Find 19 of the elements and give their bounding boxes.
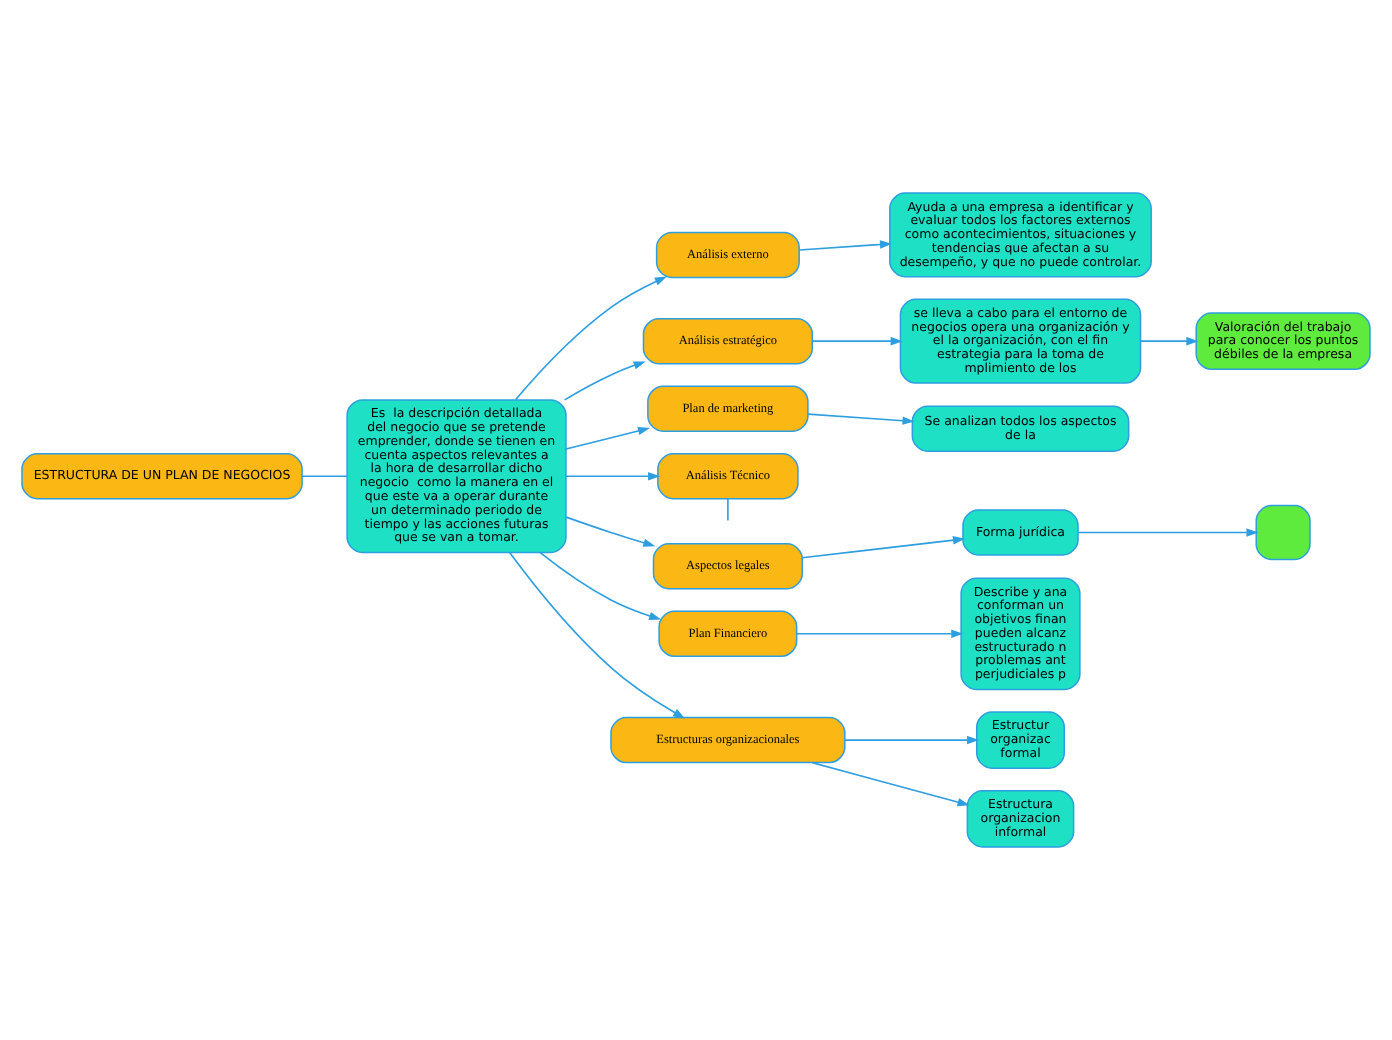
arrow xyxy=(811,336,903,346)
arrow xyxy=(514,276,667,401)
connector xyxy=(301,475,348,478)
arrow xyxy=(795,629,964,638)
arrow xyxy=(565,472,661,481)
arrow xyxy=(508,551,686,719)
node-box xyxy=(1255,504,1311,561)
arrow xyxy=(798,240,892,251)
arrow xyxy=(1139,336,1199,346)
arrow xyxy=(565,516,656,547)
arrow xyxy=(844,735,980,745)
arrow xyxy=(539,551,662,620)
arrow xyxy=(807,413,915,425)
arrow xyxy=(565,426,650,450)
arrow xyxy=(563,361,646,401)
arrow xyxy=(801,536,965,559)
arrow xyxy=(811,761,970,807)
connector xyxy=(727,498,729,522)
arrow xyxy=(1077,528,1259,537)
